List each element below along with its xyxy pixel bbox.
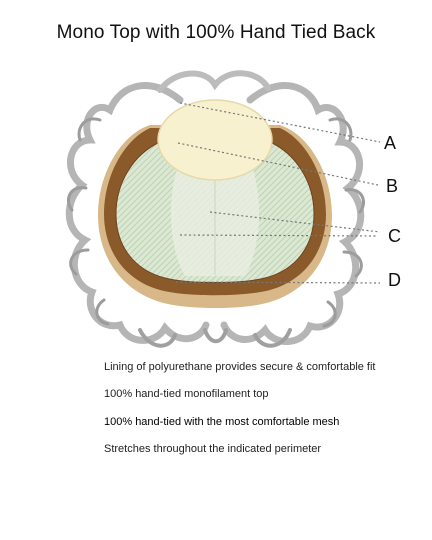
description-perimeter: Stretches throughout the indicated perim… — [104, 443, 322, 455]
callout-d: D — [388, 270, 401, 290]
leader-lines — [175, 102, 381, 284]
callout-a: A — [384, 133, 397, 153]
description-lining: Lining of polyurethane provides secure &… — [104, 361, 376, 373]
description-mono-top: 100% hand-tied monofilament top — [104, 388, 269, 400]
callout-b: B — [386, 176, 399, 196]
page-title: Mono Top with 100% Hand Tied Back — [56, 22, 376, 43]
monofilament-top — [157, 99, 273, 181]
description-mesh: 100% hand-tied with the most comfortable… — [104, 416, 340, 428]
leader-line-c1 — [209, 211, 381, 233]
callout-c: C — [388, 226, 401, 246]
hair-fringe — [65, 70, 365, 348]
leader-line-c2 — [179, 234, 379, 237]
